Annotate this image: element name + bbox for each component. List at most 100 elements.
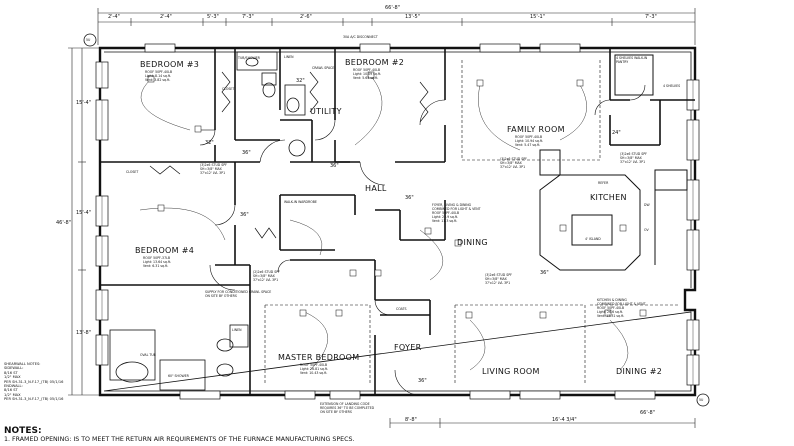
room-label-living: LIVING ROOM bbox=[482, 367, 540, 376]
spec-line: Vent: 6.31 sq.ft. bbox=[143, 264, 169, 268]
door-dimension: 32" bbox=[296, 78, 305, 84]
spec-line: ROOF 50PF-40LB bbox=[145, 70, 173, 74]
coats-label: COATS bbox=[396, 307, 407, 311]
dimension-lines bbox=[68, 8, 696, 428]
room-label-foyer: FOYER bbox=[394, 343, 422, 352]
top-dimension: 2'-4" bbox=[160, 14, 172, 20]
door-dimension: 36" bbox=[418, 378, 427, 384]
top-dimension: 7'-3" bbox=[242, 14, 254, 20]
linen-label: LINEN bbox=[284, 55, 294, 59]
room-label-utility: UTILITY bbox=[310, 107, 342, 116]
note-line: SIDEWALL: bbox=[4, 366, 24, 371]
notes-line: 1. FRAMED OPENING: IS TO MEET THE RETURN… bbox=[4, 436, 355, 443]
shelves-label: 4 SHELVES bbox=[663, 84, 681, 88]
section-marker: 5U bbox=[86, 38, 91, 42]
note-line: PER SH-31.3_N.F.17_(TB) 05/1/16 bbox=[4, 379, 64, 384]
note-line: ON SITE BY OTHERS bbox=[320, 410, 352, 414]
beam-note-bedroom4: (3)2x6 STUD SPF SH=3/8" MAX 37'x12' LVL … bbox=[200, 163, 227, 175]
spec-line: Light: 8.14 sq.ft. bbox=[145, 74, 172, 78]
door-dimension: 32" bbox=[205, 140, 214, 146]
shower-label: 60" SHOWER bbox=[168, 374, 189, 378]
walkin-label: WALK-IN WARDROBE bbox=[284, 200, 317, 204]
top-dimension: 13'-5" bbox=[405, 14, 421, 20]
pantry-label: 4 SHELVES WALK-IN PANTRY bbox=[616, 56, 648, 64]
door-dimension: 36" bbox=[240, 212, 249, 218]
spec-line: ROOF 50PF-37LB bbox=[143, 256, 171, 260]
note-line: (3)2x6 STUD SPF bbox=[620, 152, 648, 156]
spec-line: COMBINED FOR LIGHT & VENT bbox=[597, 302, 646, 306]
door-dimension: 36" bbox=[405, 195, 414, 201]
linen-label: LINEN bbox=[232, 328, 242, 332]
windows bbox=[95, 43, 700, 400]
supply-note: SUPPLY FOR CONDITIONED CRAWL SPACE ON SI… bbox=[205, 290, 271, 298]
spec-line: Light: 10.94 sq.ft. bbox=[515, 139, 544, 143]
note-line: 37'x12' LVL 3P1 bbox=[485, 281, 511, 285]
top-dimension: 2'-4" bbox=[108, 14, 120, 20]
oval-tub-label: OVAL TUB bbox=[140, 353, 156, 357]
room-label-master: MASTER BEDROOM bbox=[278, 353, 360, 362]
note-line: (2)2x6 STUD SPF bbox=[253, 270, 281, 274]
spec-line: ROOF 50PF-40LB bbox=[597, 306, 625, 310]
landing-code-note: EXTENSION OF LANDING CODE REQUIRES 36" T… bbox=[320, 402, 374, 414]
spec-line: Vent: 5.63 sq.ft. bbox=[353, 76, 379, 80]
top-dimension: 2'-6" bbox=[300, 14, 312, 20]
note-line: EXTENSION OF LANDING CODE bbox=[320, 402, 370, 406]
bottom-overall-dimension: 66'-8" bbox=[640, 410, 656, 416]
room-label-dining2: DINING #2 bbox=[616, 367, 663, 376]
kitchen-counters bbox=[539, 54, 688, 271]
island-label: 4' ISLAND bbox=[585, 237, 601, 241]
spec-line: Vent: 3.82 sq.ft. bbox=[145, 78, 171, 82]
note-line: SH=3/8" MAX bbox=[620, 156, 642, 160]
note-line: (3)2x6 STUD SPF bbox=[485, 273, 513, 277]
note-line: ENDWALL: bbox=[4, 384, 23, 389]
note-line: PER SH-31.3_N.F.17_(TB) 05/1/16 bbox=[4, 397, 64, 402]
note-line: 37'x12' LVL 3P1 bbox=[253, 278, 279, 282]
spec-line: ROOF 50PF-40LB bbox=[353, 68, 381, 72]
window-glazing bbox=[101, 62, 694, 385]
note-line: 37'x12' LVL 3P1 bbox=[200, 171, 226, 175]
tubshower-label: TUB/SHOWER bbox=[238, 56, 260, 60]
spec-line: Vent: 13.31 sq.ft. bbox=[597, 314, 625, 318]
left-dimension: 15'-4" bbox=[76, 210, 92, 216]
closet-label: CLOSET bbox=[222, 87, 235, 91]
refer-label: REFER bbox=[598, 181, 609, 185]
note-line: SH=3/8" MAX bbox=[253, 274, 275, 278]
overall-width-dimension: 66'-8" bbox=[385, 5, 401, 11]
beam-note-master: (2)2x6 STUD SPF SH=3/8" MAX 37'x12' LVL … bbox=[253, 270, 280, 282]
room-specs-bedroom4: ROOF 50PF-37LB Light: 13.64 sq.ft. Vent:… bbox=[143, 256, 171, 268]
room-specs-kitchen-dining: KITCHEN & DINING COMBINED FOR LIGHT & VE… bbox=[597, 298, 646, 318]
spec-line: Light: 26.6 sq.ft. bbox=[597, 310, 624, 314]
disconnect-label: 30A A/C DISCONNECT bbox=[343, 35, 378, 39]
beam-lines bbox=[264, 60, 680, 385]
doors bbox=[199, 84, 646, 396]
section-marker: 5U bbox=[699, 398, 704, 402]
beam-note-living: (3)2x6 STUD SPF SH=3/8" MAX 37'x12' LVL … bbox=[485, 273, 512, 285]
spec-line: KITCHEN & DINING bbox=[597, 298, 627, 302]
note-line: SUPPLY FOR CONDITIONED CRAWL SPACE bbox=[205, 290, 272, 294]
room-label-kitchen: KITCHEN bbox=[590, 193, 627, 202]
spec-line: Vent: 11.3 sq.ft. bbox=[432, 219, 458, 223]
spec-line: Light: 10.09 sq.ft. bbox=[353, 72, 382, 76]
note-line: 1/2" MAX bbox=[4, 392, 21, 397]
room-label-dining: DINING bbox=[457, 238, 488, 247]
spec-line: ROOF 50PF-40LB bbox=[515, 135, 543, 139]
note-line: 8/16 ST bbox=[4, 388, 18, 393]
note-line: SH=3/8" MAX bbox=[485, 277, 507, 281]
note-line: REQUIRES 36" TO BE COMPLETED bbox=[320, 406, 375, 410]
spec-line: Light: 22.9 sq.ft. bbox=[432, 215, 459, 219]
light-fixtures bbox=[147, 71, 647, 319]
room-specs-bedroom2: ROOF 50PF-40LB Light: 10.09 sq.ft. Vent:… bbox=[353, 68, 381, 80]
spec-line: Vent: 5.47 sq.ft. bbox=[515, 143, 541, 147]
reference-markers bbox=[83, 33, 710, 407]
note-line: SHEARWALL NOTES: bbox=[4, 362, 41, 366]
spec-line: FOYER, LIVING & DINING bbox=[432, 203, 472, 207]
bath-fixtures bbox=[109, 51, 306, 391]
room-specs-master: ROOF 50PF-40LB Light: 26.81 sq.ft. Vent:… bbox=[300, 363, 328, 375]
room-specs-foyer-living: FOYER, LIVING & DINING COMBINED FOR LIGH… bbox=[432, 203, 481, 223]
left-dimension: 13'-8" bbox=[76, 330, 92, 336]
room-label-family: FAMILY ROOM bbox=[507, 125, 565, 134]
note-line: (3)2x6 STUD SPF bbox=[200, 163, 228, 167]
left-overall-dimension: 46'-8" bbox=[56, 220, 72, 226]
spec-line: Vent: 10.43 sq.ft. bbox=[300, 371, 328, 375]
